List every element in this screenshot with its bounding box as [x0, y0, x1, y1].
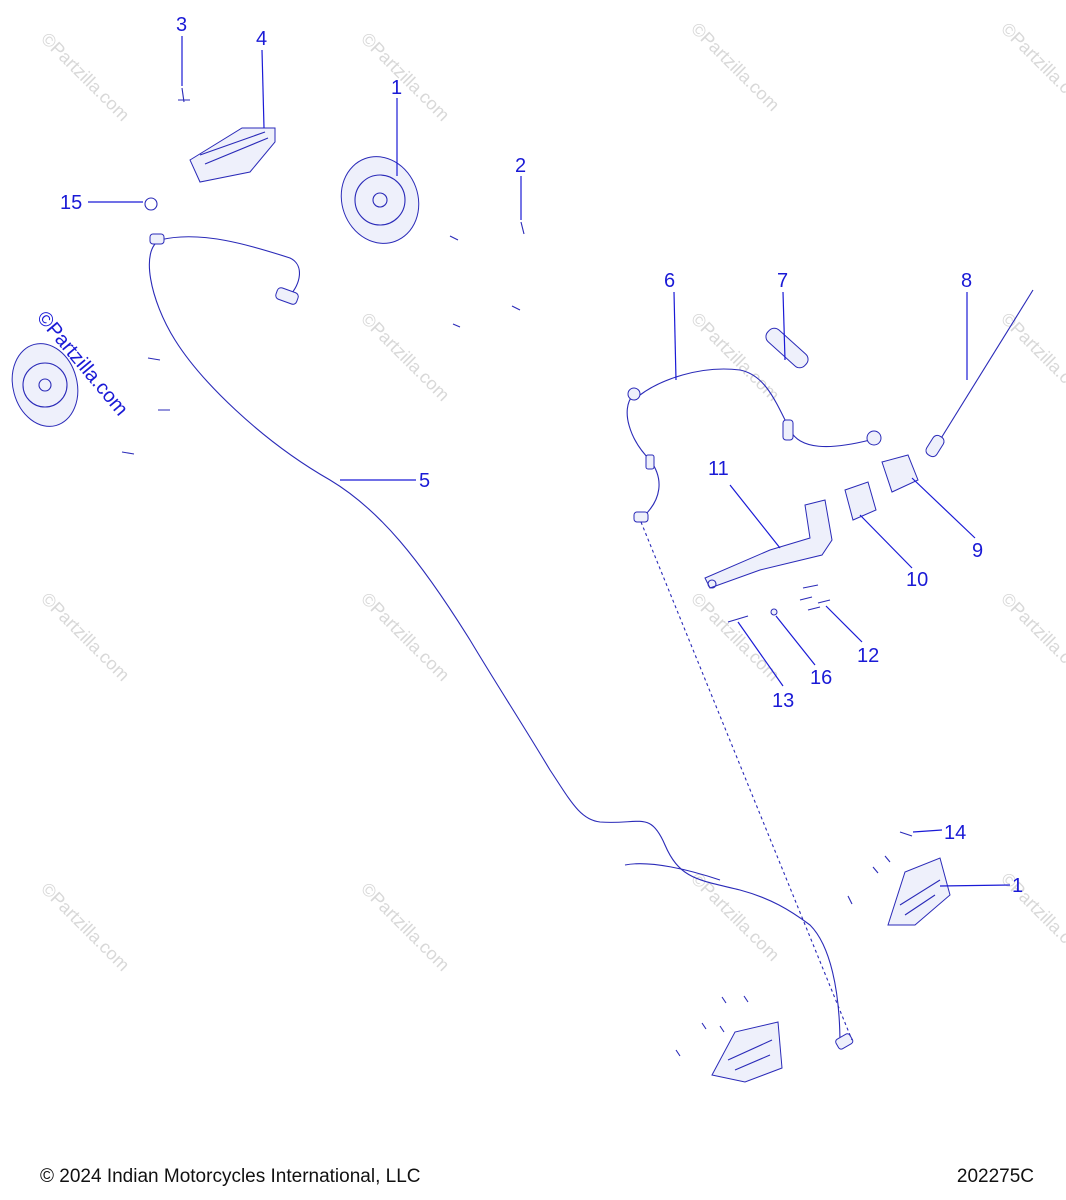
callout-12: 12: [857, 645, 879, 667]
cable-part-6: [626, 368, 871, 516]
callout-7: 7: [777, 270, 788, 292]
gasket-part-10: [844, 481, 877, 521]
callout-1: 1: [391, 77, 402, 99]
watermark: ©Partzilla.com: [37, 589, 133, 685]
callout-14: 14: [944, 822, 966, 844]
callout-8: 8: [961, 270, 972, 292]
speaker-left: [11, 343, 79, 427]
speaker-part-1: [340, 156, 420, 244]
callout-10: 10: [906, 569, 928, 591]
screws-part-14: [675, 831, 913, 1057]
callout-16: 16: [810, 667, 832, 689]
callout-labels: 1 2 3 4 15 5 6 7 8 11 9 10 12 16 13 14 1: [60, 14, 1023, 897]
callout-5: 5: [419, 470, 430, 492]
watermark: ©Partzilla.com: [357, 29, 453, 125]
ring-part-15: [144, 197, 158, 211]
bolt-part-13: [727, 615, 749, 623]
callout-2: 2: [515, 155, 526, 177]
callout-6: 6: [664, 270, 675, 292]
watermark: ©Partzilla.com: [687, 869, 783, 965]
callout-9: 9: [972, 540, 983, 562]
callout-15: 15: [60, 192, 82, 214]
bracket-part-11: [704, 499, 833, 589]
watermark: ©Partzilla.com: [997, 309, 1066, 405]
watermark: ©Partzilla.com: [37, 879, 133, 975]
amplifier-part-4: [189, 127, 276, 183]
dashed-reference-line: [640, 521, 853, 1041]
callout-4: 4: [256, 28, 267, 50]
watermark: ©Partzilla.com: [997, 589, 1066, 685]
callout-11: 11: [708, 458, 729, 480]
callout-13: 13: [772, 690, 794, 712]
callout-1-lower: 1: [1012, 875, 1023, 897]
antenna-mount-part-9: [881, 454, 919, 493]
watermark: ©Partzilla.com: [687, 19, 783, 115]
watermark: ©Partzilla.com: [37, 29, 133, 125]
watermark: ©Partzilla.com: [997, 19, 1066, 115]
watermark: ©Partzilla.com: [687, 589, 783, 685]
speaker-right-lower: [887, 857, 951, 926]
screws-part-12: [799, 584, 831, 611]
watermark: ©Partzilla.com: [357, 879, 453, 975]
antenna-mast-part-8: [934, 289, 1034, 449]
watermark-layer: ©Partzilla.com ©Partzilla.com ©Partzilla…: [32, 19, 1066, 975]
cable-part-5: [148, 239, 841, 1046]
speaker-bottom: [711, 1021, 783, 1083]
sleeve-part-7: [765, 327, 809, 369]
nut-part-16: [770, 608, 778, 616]
watermark: ©Partzilla.com: [357, 309, 453, 405]
callout-3: 3: [176, 14, 187, 36]
watermark: ©Partzilla.com: [997, 869, 1066, 965]
copyright-notice: © 2024 Indian Motorcycles International,…: [40, 1166, 421, 1187]
watermark: ©Partzilla.com: [357, 589, 453, 685]
diagram-id: 202275C: [956, 1166, 1034, 1187]
